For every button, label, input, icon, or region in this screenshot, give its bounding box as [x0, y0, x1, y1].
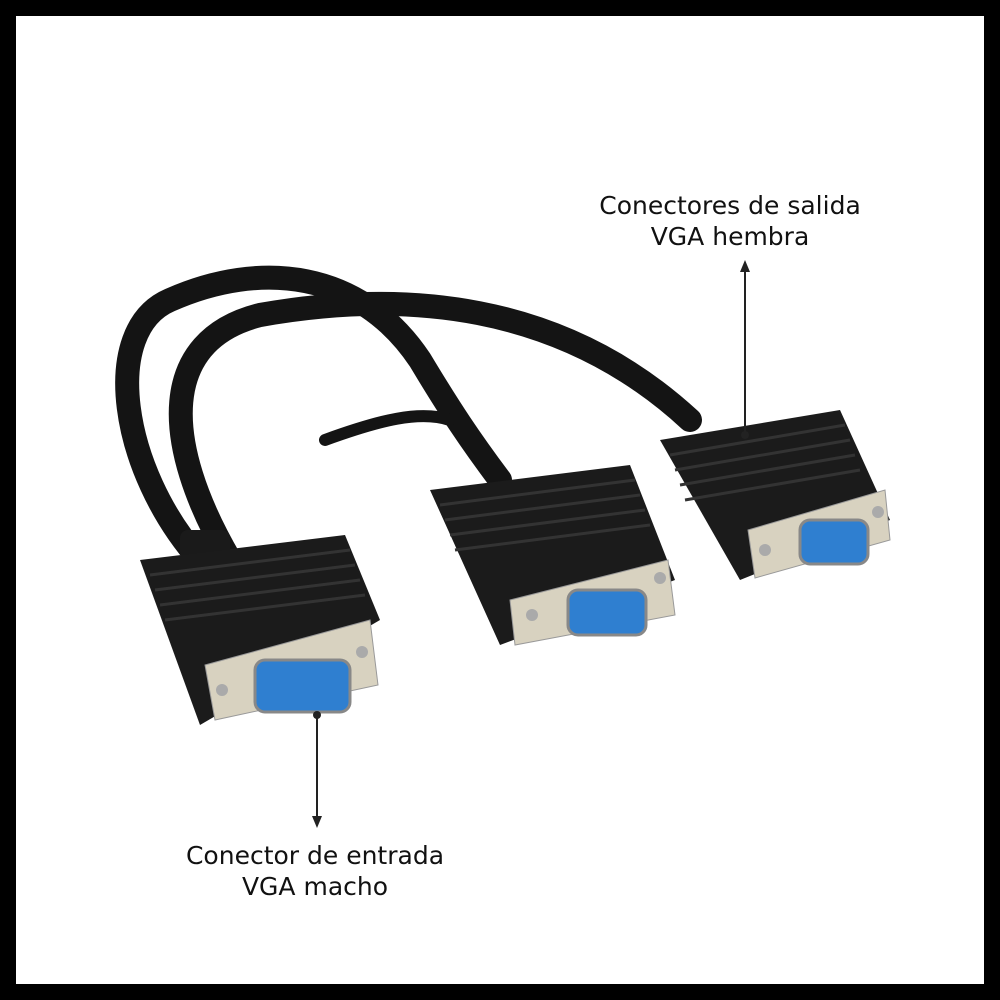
- input-arrow: [312, 711, 322, 828]
- output-connectors-label: Conectores de salida VGA hembra: [560, 190, 900, 252]
- output-label-line2: VGA hembra: [650, 222, 810, 251]
- output-label-line1: Conectores de salida: [599, 191, 861, 220]
- vga-female-connector-2: [660, 410, 891, 580]
- vga-female-connector-1: [430, 465, 676, 646]
- output-arrow: [740, 260, 750, 439]
- input-label-line2: VGA macho: [241, 872, 389, 901]
- input-label-line1: Conector de entrada: [185, 841, 445, 870]
- cables: [115, 265, 702, 572]
- vga-male-connector: [140, 530, 380, 725]
- input-connector-label: Conector de entrada VGA macho: [150, 840, 480, 902]
